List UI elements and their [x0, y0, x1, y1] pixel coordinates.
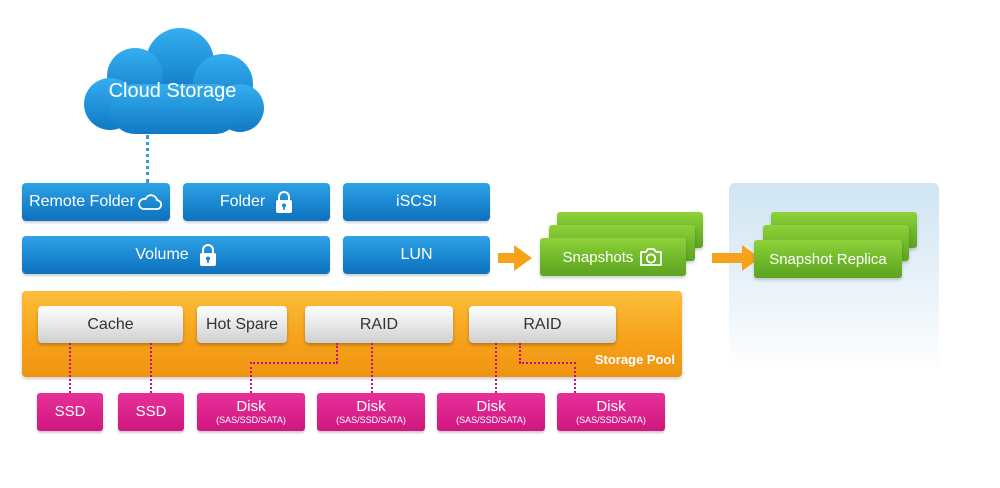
- arrow-right-icon: [712, 245, 760, 271]
- disk-ssd-2: SSD: [118, 393, 184, 431]
- connector: [574, 362, 576, 393]
- volume-block: Volume: [22, 236, 330, 274]
- snapshot-replica-block: Snapshot Replica: [754, 240, 902, 278]
- disk-3: Disk (SAS/SSD/SATA): [437, 393, 545, 431]
- cloud-icon: [84, 28, 264, 134]
- volume-label: Volume: [135, 246, 189, 263]
- connector: [250, 362, 338, 364]
- folder-block: Folder: [183, 183, 330, 221]
- cloud-icon: [138, 194, 162, 210]
- disk-type-label: (SAS/SSD/SATA): [336, 414, 406, 425]
- hot-spare-block: Hot Spare: [197, 306, 287, 343]
- cache-label: Cache: [87, 315, 134, 333]
- disk-1: Disk (SAS/SSD/SATA): [197, 393, 305, 431]
- hot-spare-label: Hot Spare: [205, 315, 279, 333]
- connector: [336, 343, 338, 363]
- disk-2: Disk (SAS/SSD/SATA): [317, 393, 425, 431]
- lock-icon: [199, 244, 216, 266]
- cache-block: Cache: [38, 306, 183, 343]
- remote-folder-label: Remote Folder: [29, 193, 135, 210]
- snapshot-replica-label: Snapshot Replica: [769, 250, 887, 268]
- connector: [519, 362, 576, 364]
- cloud-storage-label: Cloud Storage: [108, 80, 237, 102]
- disk-type-label: (SAS/SSD/SATA): [216, 414, 286, 425]
- lock-icon: [276, 191, 293, 213]
- raid-label: RAID: [359, 315, 399, 333]
- iscsi-label: iSCSI: [396, 193, 437, 210]
- disk-label: Disk: [356, 397, 386, 415]
- disk-4: Disk (SAS/SSD/SATA): [557, 393, 665, 431]
- connector: [69, 343, 71, 393]
- raid-label: RAID: [523, 315, 562, 333]
- connector: [371, 343, 373, 393]
- disk-label: Disk: [596, 397, 626, 415]
- disk-label: Disk: [476, 397, 506, 415]
- disk-type-label: (SAS/SSD/SATA): [576, 414, 646, 425]
- connector: [495, 343, 497, 393]
- connector: [250, 362, 252, 393]
- snapshots-block: Snapshots: [540, 238, 686, 276]
- disk-ssd-1: SSD: [37, 393, 103, 431]
- arrow-right-icon: [498, 245, 532, 271]
- remote-folder-block: Remote Folder: [22, 183, 170, 221]
- disk-label: SSD: [135, 403, 167, 420]
- snapshots-label: Snapshots: [562, 248, 634, 266]
- lun-label: LUN: [400, 246, 433, 263]
- connector: [519, 343, 521, 363]
- cloud-link: [146, 135, 149, 183]
- disk-type-label: (SAS/SSD/SATA): [456, 414, 526, 425]
- cloud-storage: Cloud Storage: [80, 28, 265, 136]
- camera-icon: [640, 248, 663, 266]
- disk-label: Disk: [236, 397, 266, 415]
- iscsi-block: iSCSI: [343, 183, 490, 221]
- storage-pool-label: Storage Pool: [594, 352, 675, 367]
- raid-block-1: RAID: [305, 306, 453, 343]
- connector: [150, 343, 152, 393]
- lun-block: LUN: [343, 236, 490, 274]
- raid-block-2: RAID: [469, 306, 616, 343]
- disk-label: SSD: [54, 403, 86, 420]
- folder-label: Folder: [219, 193, 266, 210]
